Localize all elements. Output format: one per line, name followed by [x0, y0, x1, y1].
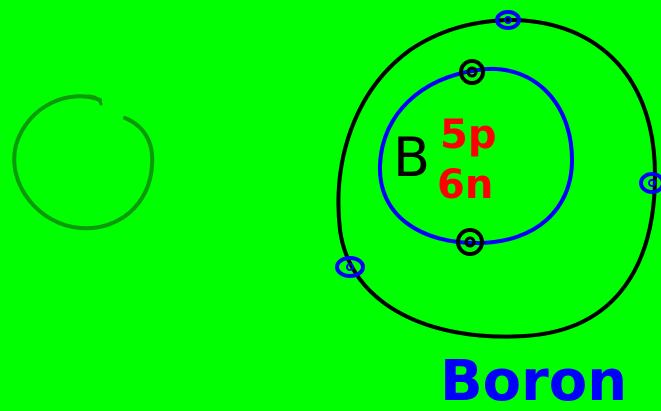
electron-icon — [639, 172, 661, 194]
electron-icon — [335, 256, 365, 278]
electron-icon — [495, 10, 521, 30]
neutron-count: 6n — [437, 162, 493, 208]
empty-circle-sketch — [12, 94, 155, 231]
proton-count: 5p — [440, 112, 496, 158]
element-name: Boron — [440, 349, 627, 411]
electron-icon — [456, 228, 484, 256]
element-symbol: B — [393, 126, 430, 189]
outer-electron-shell — [336, 17, 657, 339]
electron-icon — [459, 59, 485, 85]
